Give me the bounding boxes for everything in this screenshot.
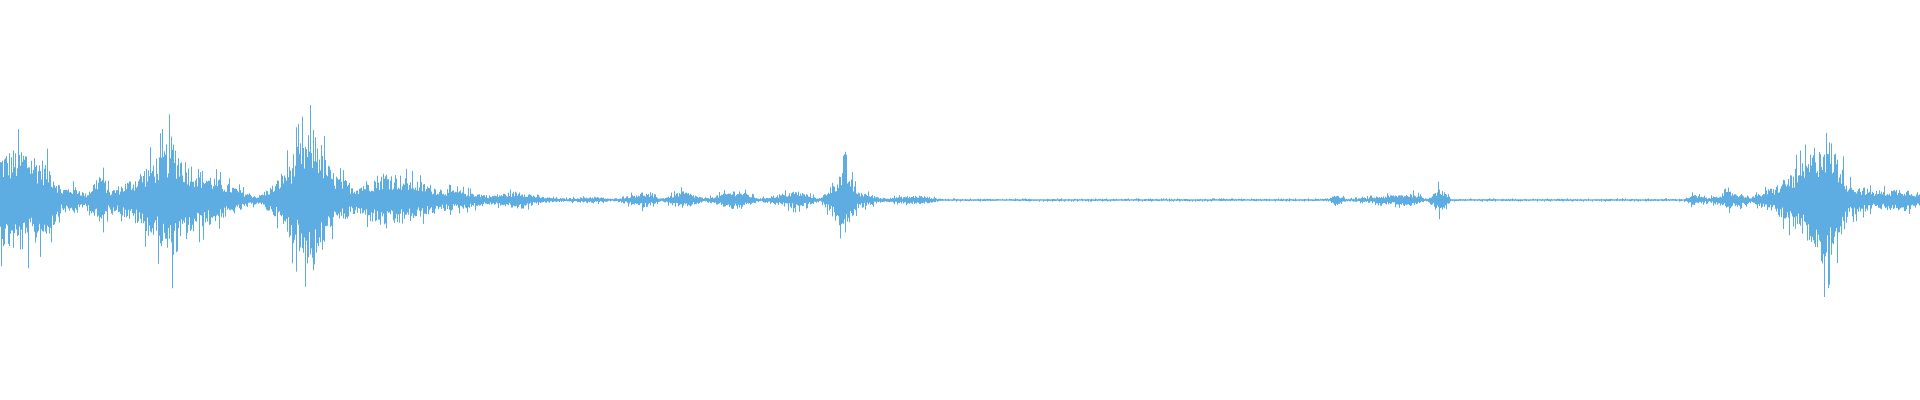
waveform [0, 105, 1920, 297]
